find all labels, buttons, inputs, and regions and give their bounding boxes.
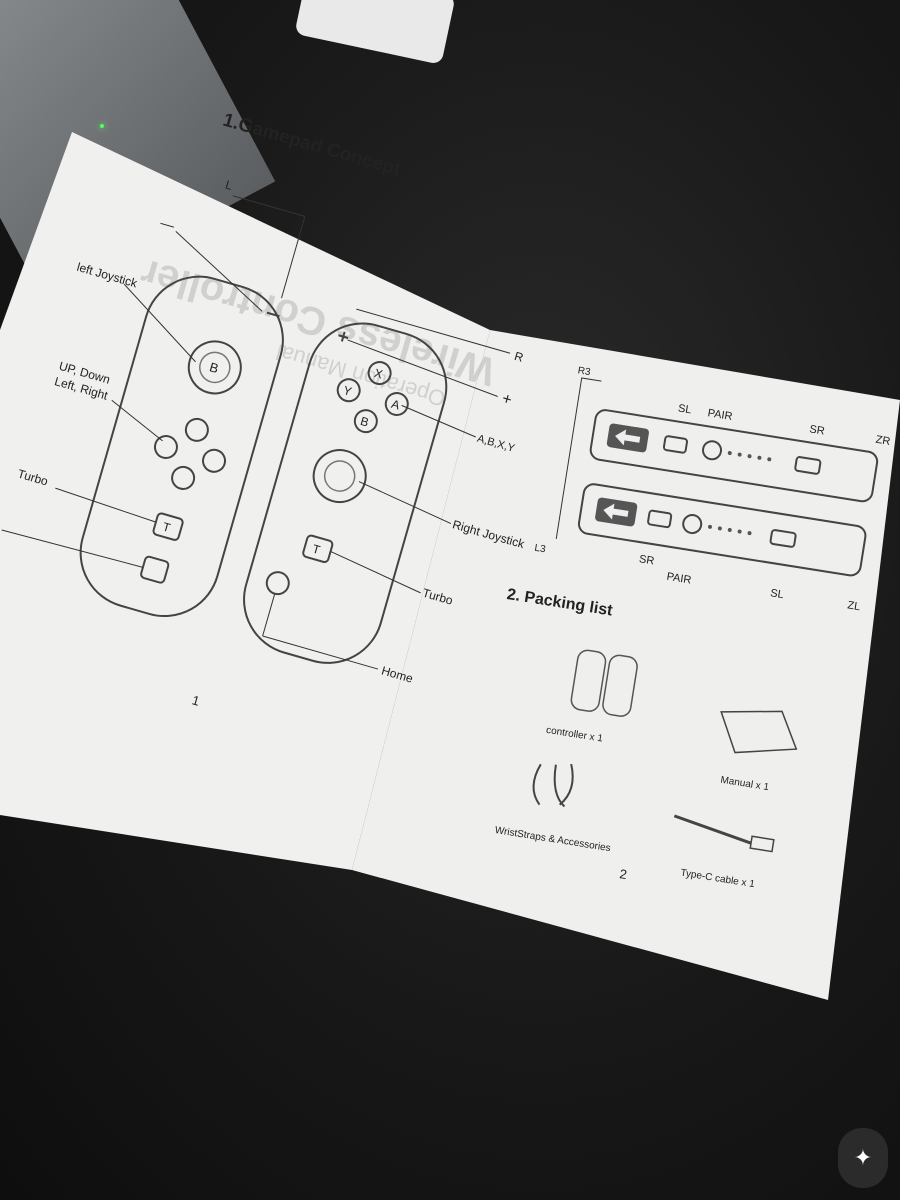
screenshot-button <box>140 555 170 584</box>
dpad-down-icon <box>171 465 196 490</box>
cable-item-icon <box>673 814 752 845</box>
label-right-joystick: Right Joystick <box>451 517 527 551</box>
led-dots-top <box>727 451 772 462</box>
turbo-left-glyph: T <box>161 520 173 536</box>
a-button-icon <box>384 391 409 416</box>
home-button-icon <box>265 571 290 596</box>
label-l3: L3 <box>534 543 547 556</box>
green-led-icon <box>100 124 104 128</box>
sl-button-bottom <box>769 529 797 548</box>
label-turbo-right: Turbo <box>421 586 455 608</box>
controller-item-icon <box>570 649 607 712</box>
x-button-icon <box>367 361 392 386</box>
x-glyph: X <box>373 366 385 382</box>
label-plus: + <box>500 390 514 409</box>
label-zl: ZL <box>846 599 861 613</box>
label-sl-top: SL <box>677 403 692 417</box>
page-number-right: 2 <box>618 866 627 882</box>
b-button-icon <box>353 409 378 434</box>
led-dots-bottom <box>708 524 752 536</box>
diamond-emblem-icon: ✦ <box>838 1128 888 1188</box>
rail-top <box>589 409 879 503</box>
dpad-up-icon <box>184 417 209 442</box>
pair-button-top <box>702 440 723 461</box>
right-joystick-icon <box>312 449 367 504</box>
label-turbo-left: Turbo <box>16 467 50 489</box>
label-abxy: A,B,X,Y <box>476 433 517 455</box>
page-number-left: 1 <box>190 692 201 708</box>
y-button-icon <box>336 378 361 403</box>
minus-button-icon <box>266 311 280 318</box>
item-wriststraps: WristStraps & Accessories <box>494 825 611 854</box>
rail-bottom <box>577 483 867 577</box>
turbo-button-left <box>152 512 184 541</box>
wriststraps-item-icon <box>532 763 574 808</box>
item-controller: controller x 1 <box>545 725 604 745</box>
label-sr-top: SR <box>809 423 826 437</box>
manual-item-icon <box>720 710 798 754</box>
item-manual: Manual x 1 <box>720 775 770 794</box>
label-left-joystick: left Joystick <box>75 260 139 291</box>
y-glyph: Y <box>342 383 354 399</box>
section-title-gamepad: 1.Gamepad Concept <box>221 110 404 181</box>
label-r: R <box>513 349 526 365</box>
label-pair-bottom: PAIR <box>666 571 692 587</box>
turbo-button-right <box>302 534 334 564</box>
right-controller-outline <box>243 322 448 664</box>
label-l: L <box>224 178 235 193</box>
turbo-right-glyph: T <box>311 542 323 558</box>
label-home: Home <box>380 663 415 685</box>
plus-button-v <box>340 331 346 342</box>
label-sr-bottom: SR <box>638 553 655 567</box>
a-glyph: A <box>390 397 402 413</box>
item-cable: Type-C cable x 1 <box>680 868 756 891</box>
label-sl-bottom: SL <box>769 587 784 601</box>
dpad-right-icon <box>202 448 227 473</box>
section-title-packing: 2. Packing list <box>506 586 615 620</box>
b-glyph: B <box>359 414 371 430</box>
left-controller-outline <box>79 275 284 618</box>
left-joystick-icon <box>187 340 242 395</box>
pair-button-bottom <box>682 514 703 535</box>
label-zr: ZR <box>875 434 891 448</box>
sr-button-top <box>794 456 822 475</box>
label-minus: — <box>159 214 177 233</box>
dpad-left-icon <box>153 435 178 460</box>
left-joystick-glyph: B <box>208 359 220 376</box>
label-r3: R3 <box>577 365 592 378</box>
sr-button-bottom <box>647 509 673 529</box>
sl-button-top <box>662 435 688 454</box>
label-pair-top: PAIR <box>707 407 733 423</box>
